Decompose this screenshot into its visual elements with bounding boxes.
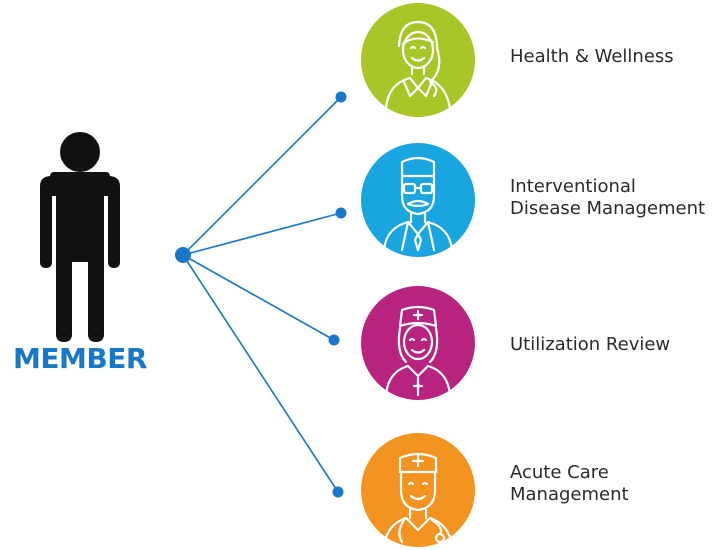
connector-lines	[182, 96, 342, 493]
woman-wellness-icon	[361, 3, 475, 117]
connector-line-disease-management	[182, 212, 342, 256]
endpoint-dot-health-wellness	[335, 91, 347, 103]
service-label-acute-care: Acute Care Management	[510, 462, 629, 506]
service-label-utilization-review: Utilization Review	[510, 334, 670, 356]
person-silhouette-icon	[40, 132, 120, 342]
endpoint-dot-acute-care	[332, 486, 344, 498]
connector-line-acute-care	[182, 254, 339, 493]
service-label-line: Acute Care	[510, 462, 609, 483]
service-label-line: Health & Wellness	[510, 46, 674, 67]
service-label-line: Disease Management	[510, 198, 706, 219]
doctor-with-glasses-icon	[361, 143, 475, 257]
service-label-disease-management: Interventional Disease Management	[510, 176, 705, 220]
hub-dot	[175, 247, 191, 263]
endpoint-dot-disease-management	[335, 207, 347, 219]
doctor-with-stethoscope-icon	[361, 433, 475, 549]
connector-line-utilization-review	[182, 254, 335, 341]
nurse-icon	[361, 286, 475, 400]
service-label-health-wellness: Health & Wellness	[510, 46, 674, 68]
connector-line-health-wellness	[182, 96, 342, 256]
connector-dots	[175, 91, 347, 498]
service-label-line: Utilization Review	[510, 334, 671, 355]
service-label-line: Management	[510, 484, 629, 505]
member-label: MEMBER	[13, 342, 147, 375]
endpoint-dot-utilization-review	[328, 334, 340, 346]
service-label-line: Interventional	[510, 176, 636, 197]
